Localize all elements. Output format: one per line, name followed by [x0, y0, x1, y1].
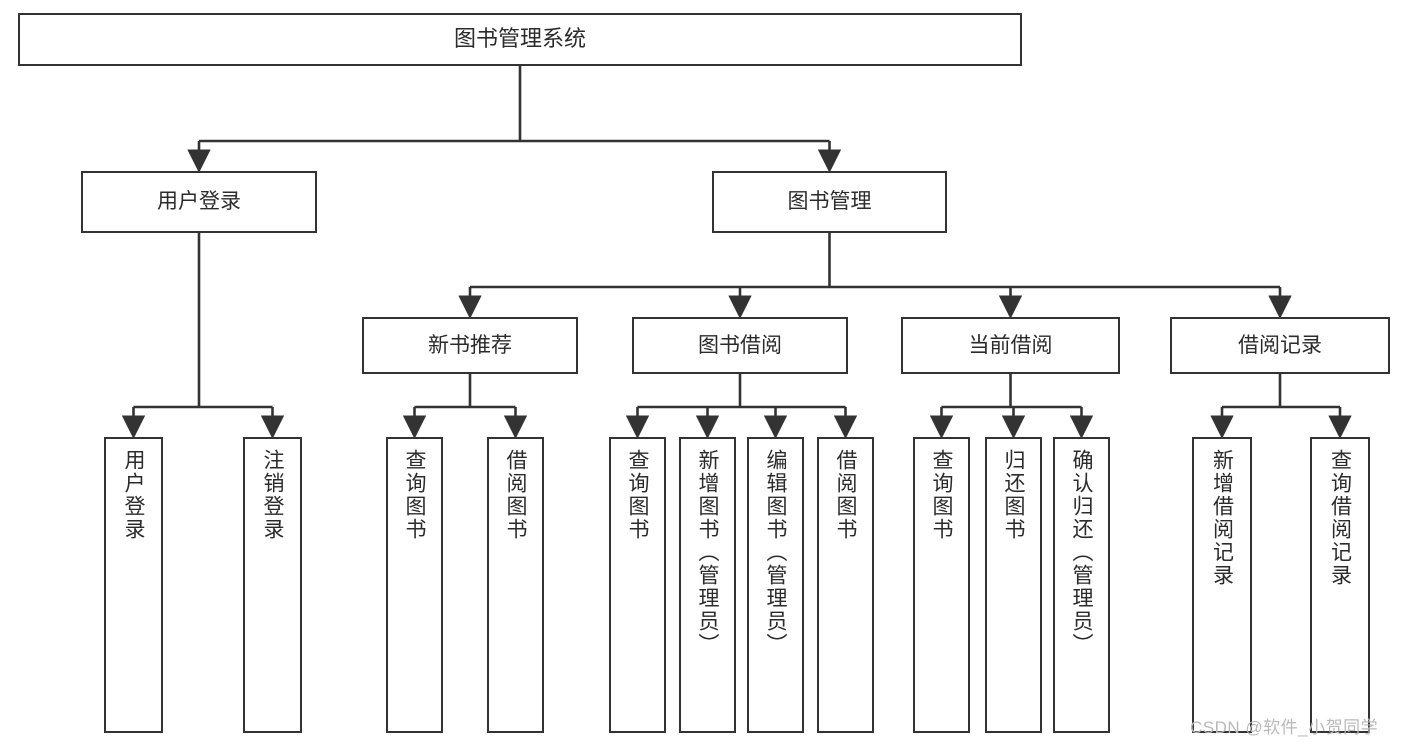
node-label: 图书管理 — [787, 190, 872, 214]
watermark: CSDN @软件_小贺同学 — [1190, 718, 1379, 737]
node-label: 新书推荐 — [428, 333, 512, 357]
node-leaf-user-logout[interactable]: 注销登录 — [243, 437, 302, 733]
node-book-borrow[interactable]: 图书借阅 — [632, 317, 848, 374]
node-label: 图书管理系统 — [453, 26, 586, 52]
node-leaf-bb-edit[interactable]: 编辑图书（管理员） — [747, 437, 804, 733]
node-label: 用户登录 — [157, 190, 241, 214]
node-label: 借阅图书 — [504, 449, 527, 541]
node-user-login[interactable]: 用户登录 — [81, 171, 317, 233]
node-leaf-br-query[interactable]: 查询借阅记录 — [1310, 437, 1370, 733]
node-leaf-bb-borrow[interactable]: 借阅图书 — [817, 437, 874, 733]
node-label: 借阅记录 — [1238, 333, 1322, 357]
node-leaf-cb-query[interactable]: 查询图书 — [913, 437, 970, 733]
node-label: 编辑图书（管理员） — [764, 449, 787, 656]
node-label: 查询图书 — [403, 449, 426, 541]
node-label: 新增图书（管理员） — [696, 449, 719, 656]
node-label: 查询图书 — [930, 449, 953, 541]
node-leaf-cb-confirm[interactable]: 确认归还（管理员） — [1053, 437, 1110, 733]
node-label: 用户登录 — [122, 449, 145, 541]
node-leaf-bb-add[interactable]: 新增图书（管理员） — [679, 437, 736, 733]
node-label: 确认归还（管理员） — [1070, 449, 1093, 656]
node-label: 借阅图书 — [834, 449, 857, 541]
node-leaf-br-add[interactable]: 新增借阅记录 — [1192, 437, 1252, 733]
node-label: 归还图书 — [1002, 449, 1025, 541]
node-label: 当前借阅 — [968, 333, 1053, 357]
node-root[interactable]: 图书管理系统 — [18, 13, 1022, 66]
node-leaf-rec-borrow[interactable]: 借阅图书 — [487, 437, 544, 733]
node-new-book-rec[interactable]: 新书推荐 — [362, 317, 578, 374]
node-current-borrow[interactable]: 当前借阅 — [901, 317, 1120, 374]
node-label: 查询借阅记录 — [1328, 449, 1352, 587]
node-leaf-cb-return[interactable]: 归还图书 — [985, 437, 1042, 733]
node-leaf-bb-query[interactable]: 查询图书 — [609, 437, 666, 733]
node-label: 注销登录 — [261, 449, 284, 541]
node-label: 新增借阅记录 — [1210, 449, 1234, 587]
node-leaf-user-login[interactable]: 用户登录 — [104, 437, 163, 733]
node-label: 图书借阅 — [698, 333, 782, 357]
node-label: 查询图书 — [626, 449, 649, 541]
node-book-manage[interactable]: 图书管理 — [712, 171, 947, 233]
node-borrow-record[interactable]: 借阅记录 — [1170, 317, 1390, 374]
node-leaf-rec-query[interactable]: 查询图书 — [386, 437, 443, 733]
